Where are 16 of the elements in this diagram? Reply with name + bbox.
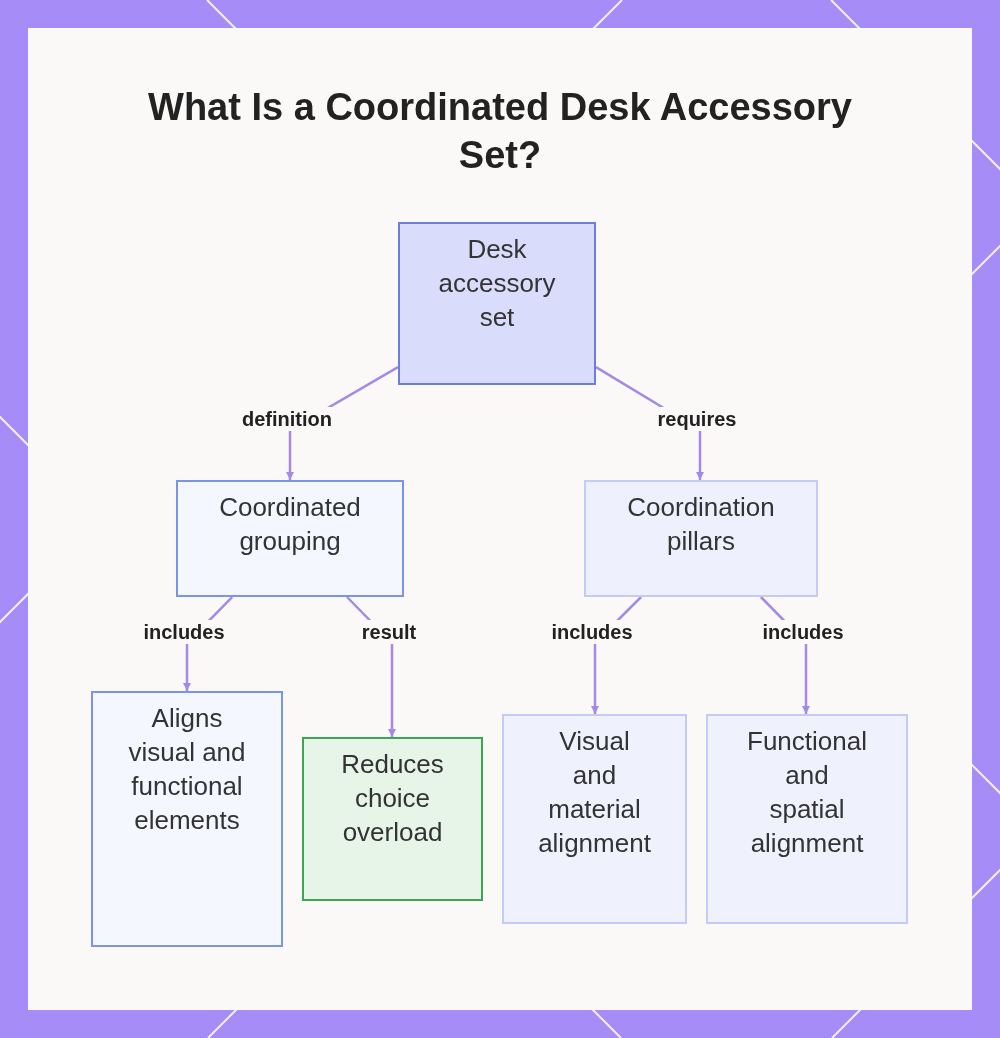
edge-label: definition	[239, 407, 335, 431]
concept-box	[584, 480, 818, 597]
result-box	[302, 737, 483, 901]
node-label: Visual and material alignment	[537, 725, 652, 860]
node-label: Aligns visual and functional elements	[127, 702, 247, 837]
detail-box	[91, 691, 283, 947]
root-concept-box	[398, 222, 596, 385]
node-label: Reduces choice overload	[340, 748, 445, 849]
node-label: Coordination pillars	[626, 491, 776, 558]
detail-box	[502, 714, 687, 924]
node-label: Desk accessory set	[437, 233, 557, 334]
diagram-title: What Is a Coordinated Desk Accessory Set?	[147, 85, 853, 178]
concept-box	[176, 480, 404, 597]
detail-box	[706, 714, 908, 924]
node-label: Functional and spatial alignment	[746, 725, 868, 860]
node-label: Coordinated grouping	[218, 491, 362, 558]
